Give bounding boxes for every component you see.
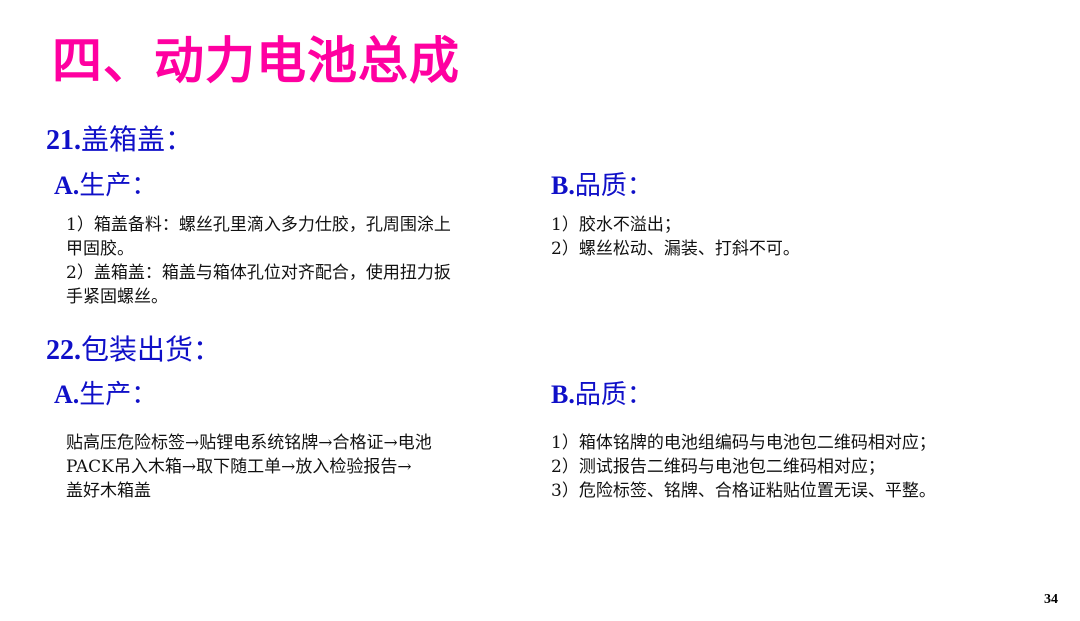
page-title: 四、动力电池总成 — [52, 32, 460, 90]
section-21-number: 21. — [46, 125, 81, 156]
text-line: 甲固胶。 — [66, 239, 134, 259]
section-21-name: 盖箱盖： — [81, 123, 194, 156]
section-21-quality-heading: B.品质： — [551, 171, 653, 201]
text-line: 1）箱盖备料：螺丝孔里滴入多力仕胶，孔周围涂上 — [66, 215, 451, 235]
quality-label: 品质： — [574, 171, 653, 201]
quality-prefix: B. — [551, 171, 575, 200]
quality-label: 品质： — [574, 380, 653, 410]
quality-prefix: B. — [551, 380, 575, 409]
text-line: 2）螺丝松动、漏装、打斜不可。 — [551, 239, 800, 259]
section-22-heading: 22.包装出货： — [46, 336, 221, 365]
section-21-production-text: 1）箱盖备料：螺丝孔里滴入多力仕胶，孔周围涂上 甲固胶。 2）盖箱盖：箱盖与箱体… — [66, 213, 451, 309]
text-line: 手紧固螺丝。 — [66, 287, 168, 307]
section-22-production-text: 贴高压危险标签→贴锂电系统铭牌→合格证→电池 PACK吊入木箱→取下随工单→放入… — [66, 431, 432, 503]
section-21-production-heading: A.生产： — [54, 171, 158, 201]
production-label: 生产： — [79, 171, 158, 201]
section-22-production-heading: A.生产： — [54, 380, 158, 410]
text-line: 1）箱体铭牌的电池组编码与电池包二维码相对应； — [551, 433, 936, 453]
section-21-heading: 21.盖箱盖： — [46, 126, 193, 155]
section-22-name: 包装出货： — [81, 333, 222, 366]
text-line: PACK吊入木箱→取下随工单→放入检验报告→ — [66, 457, 412, 477]
text-line: 2）盖箱盖：箱盖与箱体孔位对齐配合，使用扭力扳 — [66, 263, 451, 283]
production-prefix: A. — [54, 380, 80, 409]
text-line: 盖好木箱盖 — [66, 481, 151, 501]
production-prefix: A. — [54, 171, 80, 200]
page-number: 34 — [1044, 592, 1058, 607]
text-line: 3）危险标签、铭牌、合格证粘贴位置无误、平整。 — [551, 481, 936, 501]
section-21-quality-text: 1）胶水不溢出； 2）螺丝松动、漏装、打斜不可。 — [551, 213, 800, 261]
text-line: 贴高压危险标签→贴锂电系统铭牌→合格证→电池 — [66, 433, 432, 453]
text-line: 1）胶水不溢出； — [551, 215, 681, 235]
section-22-quality-heading: B.品质： — [551, 380, 653, 410]
production-label: 生产： — [79, 380, 158, 410]
section-22-number: 22. — [46, 335, 81, 366]
text-line: 2）测试报告二维码与电池包二维码相对应； — [551, 457, 885, 477]
section-22-quality-text: 1）箱体铭牌的电池组编码与电池包二维码相对应； 2）测试报告二维码与电池包二维码… — [551, 431, 936, 503]
